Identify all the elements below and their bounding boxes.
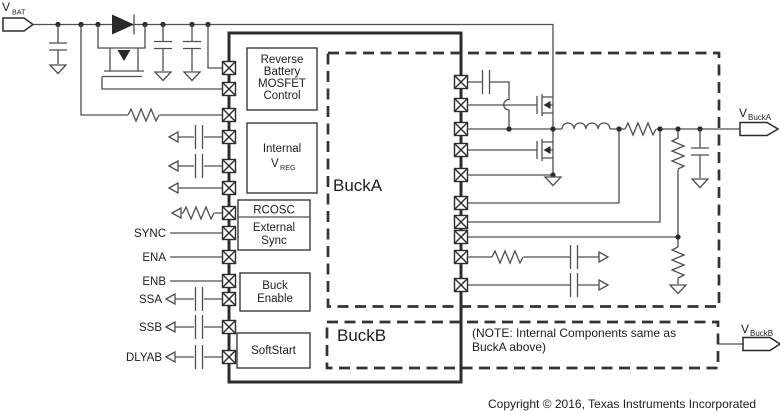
- buckb-label: BuckB: [337, 326, 386, 345]
- pin: [221, 60, 237, 76]
- pin: [221, 249, 237, 265]
- pin: [453, 277, 469, 293]
- bucka-label: BuckA: [333, 176, 383, 195]
- block-text: Control: [263, 90, 300, 102]
- vbuckb-label-subscript: BuckB: [750, 329, 773, 338]
- buckb-note-line1: (NOTE: Internal Components same as: [472, 326, 676, 340]
- pin-label-ssb: SSB: [139, 322, 162, 334]
- block-text-subscript: REG: [280, 163, 296, 172]
- vbucka-label-subscript: BuckA: [748, 113, 772, 122]
- pin: [221, 273, 237, 289]
- mosfet-leads: [97, 24, 146, 71]
- pin: [221, 81, 237, 97]
- block-text: External: [253, 222, 295, 234]
- bucka-dashed-box: [326, 51, 721, 308]
- vbat-terminal: V BAT: [2, 0, 35, 32]
- vbucka-label: V: [739, 106, 747, 120]
- pin: [453, 121, 469, 137]
- pin: [221, 129, 237, 145]
- vbat-sense-wire: [80, 24, 223, 116]
- pin: [453, 249, 469, 265]
- pin: [453, 74, 469, 90]
- junction-dot: [675, 126, 681, 132]
- block-text: Battery: [264, 66, 301, 78]
- pin: [453, 195, 469, 211]
- buckb-dashed-box: [325, 320, 720, 370]
- copyright-text: Copyright © 2016, Texas Instruments Inco…: [488, 397, 756, 411]
- block-text: RCOSC: [253, 205, 295, 217]
- junction-dot: [550, 172, 556, 178]
- vbuckb-flag: [742, 336, 780, 352]
- sense-minus-wire: [467, 131, 661, 223]
- vbat-label-subscript: BAT: [12, 8, 26, 17]
- pin: [221, 225, 237, 241]
- pin: [453, 142, 469, 158]
- vbucka-flag: [739, 121, 780, 137]
- vbat-label: V: [2, 0, 10, 14]
- block-text: Buck: [262, 280, 288, 292]
- pin-label-dlyab: DLYAB: [126, 352, 162, 364]
- bucka-region: BuckA: [326, 51, 721, 308]
- buckb-region: BuckB (NOTE: Internal Components same as…: [325, 320, 720, 370]
- reverse-battery-mosfet: [97, 24, 223, 90]
- bucka-output-stage: V BuckA: [467, 69, 780, 298]
- pin-label-ena: ENA: [142, 252, 166, 264]
- pin: [453, 167, 469, 183]
- junction-dot: [657, 126, 663, 132]
- softstart-block: [236, 332, 311, 369]
- pin: [221, 107, 237, 123]
- pin: [221, 319, 237, 335]
- bootstrap-wire: [467, 81, 510, 129]
- pin: [221, 158, 237, 174]
- junction-dot: [506, 126, 512, 132]
- junction-dot: [675, 234, 681, 240]
- reverse-diode: [112, 14, 134, 35]
- sense-plus-wire: [467, 131, 620, 204]
- mosfet-arrow: [117, 50, 131, 61]
- rcosc-external-sync-block: [237, 199, 311, 251]
- reverse-battery-control-block: [246, 47, 318, 111]
- block-text: Internal: [263, 143, 301, 155]
- block-text: MOSFET: [258, 78, 306, 90]
- junction-dot: [550, 126, 556, 132]
- vbat-pin-wire: [207, 24, 223, 69]
- mosfet-gate-wire: [101, 76, 223, 90]
- pin-label-ssa: SSA: [139, 294, 162, 306]
- pin: [221, 291, 237, 307]
- internal-vreg-block: [246, 122, 318, 194]
- vbat-flag: [2, 17, 35, 32]
- junction-dot: [616, 126, 622, 132]
- block-text: Enable: [257, 293, 293, 305]
- pin: [453, 229, 469, 245]
- pin: [221, 349, 237, 365]
- vbuckb-label: V: [741, 322, 749, 336]
- block-text: V: [271, 158, 279, 170]
- pin-label-sync: SYNC: [134, 228, 166, 240]
- pin-label-enb: ENB: [142, 276, 166, 288]
- block-text: Sync: [261, 235, 287, 247]
- buckb-note-line2: BuckA above): [472, 340, 546, 354]
- ic-function-blocks: Reverse Battery MOSFET Control Internal …: [236, 47, 318, 369]
- buckb-output: V BuckB: [718, 322, 780, 352]
- left-io: SYNC ENA ENB SSA SSB DLYAB: [126, 124, 223, 370]
- pin: [221, 205, 237, 221]
- mosfet-channel: [102, 70, 144, 78]
- pin: [453, 97, 469, 113]
- block-text: Reverse: [261, 54, 304, 66]
- pin: [221, 180, 237, 196]
- input-rail-network: [33, 14, 554, 122]
- buck-enable-block: [239, 272, 311, 312]
- block-text: SoftStart: [251, 345, 297, 357]
- pin: [453, 214, 469, 230]
